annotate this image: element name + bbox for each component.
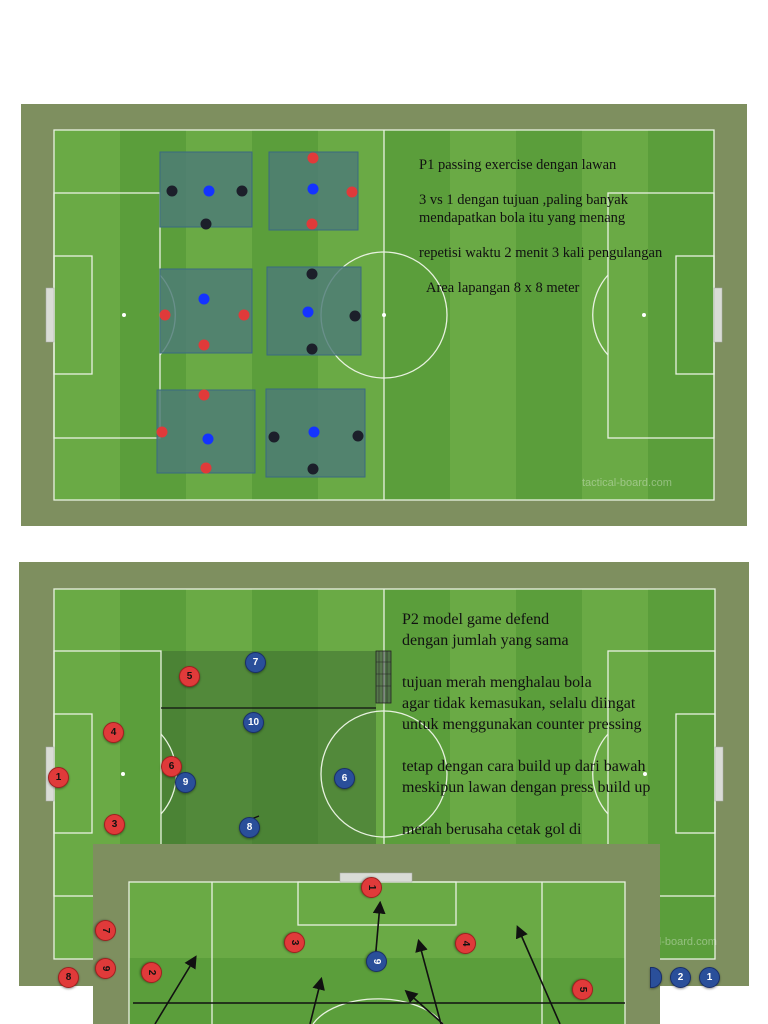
blue-player-7[interactable]: 7 <box>245 652 266 673</box>
blue-player-9[interactable]: 9 <box>175 772 196 793</box>
p2-line-5: meskipun lawan dengan press build up <box>402 779 651 796</box>
blue-player-1[interactable]: 1 <box>699 967 720 988</box>
red-player-5-b3[interactable]: 5 <box>572 979 593 1000</box>
p2-line-4: tetap dengan cara build up dari bawah <box>402 758 646 775</box>
red-player-7[interactable]: 7 <box>95 920 116 941</box>
red-player-3-b3[interactable]: 3 <box>284 932 305 953</box>
red-player-5[interactable]: 5 <box>179 666 200 687</box>
red-player-4-b3[interactable]: 4 <box>455 933 476 954</box>
pitch-p3 <box>93 844 660 1024</box>
red-player-6[interactable]: 6 <box>161 756 182 777</box>
p1-line-4: Area lapangan 8 x 8 meter <box>426 280 580 296</box>
p1-line-2: mendapatkan bola itu yang menang <box>419 210 626 226</box>
p1-title: P1 passing exercise dengan lawan <box>419 157 617 173</box>
p2-notes: P2 model game defend dengan jumlah yang … <box>402 609 650 840</box>
p1-line-3: repetisi waktu 2 menit 3 kali pengulanga… <box>419 245 663 261</box>
tactics-board-p3 <box>93 844 660 1024</box>
watermark: tactical-board.com <box>582 477 672 489</box>
blue-player-8[interactable]: 8 <box>239 817 260 838</box>
red-player-9[interactable]: 9 <box>95 958 116 979</box>
square-4 <box>266 266 362 356</box>
red-player-1-b3[interactable]: 1 <box>361 877 382 898</box>
square-3 <box>159 268 253 354</box>
p2-line-2: agar tidak kemasukan, selalu diingat <box>402 695 636 712</box>
p1-notes: P1 passing exercise dengan lawan 3 vs 1 … <box>419 156 662 297</box>
red-player-8[interactable]: 8 <box>58 967 79 988</box>
p1-line-1: 3 vs 1 dengan tujuan ,paling banyak <box>419 192 628 208</box>
square-5 <box>156 389 256 474</box>
red-player-4[interactable]: 4 <box>103 722 124 743</box>
p2-title-2: dengan jumlah yang sama <box>402 632 569 649</box>
blue-player-10[interactable]: 10 <box>243 712 264 733</box>
pitch-p1 <box>21 104 747 526</box>
red-player-3[interactable]: 3 <box>104 814 125 835</box>
p2-line-1: tujuan merah menghalau bola <box>402 674 592 691</box>
highlight-zone <box>161 651 376 851</box>
p1-dots <box>156 152 364 475</box>
p2-title: P2 model game defend <box>402 611 550 628</box>
red-player-2[interactable]: 2 <box>141 962 162 983</box>
p2-line-6: merah berusaha cetak gol di <box>402 821 582 838</box>
blue-player-6[interactable]: 6 <box>334 768 355 789</box>
p2-line-3: untuk menggunakan counter pressing <box>402 716 642 733</box>
red-player-1[interactable]: 1 <box>48 767 69 788</box>
blue-player-2[interactable]: 2 <box>670 967 691 988</box>
tactics-board-p1: tactical-board.com <box>21 104 747 526</box>
blue-player-9-b3[interactable]: 9 <box>366 951 387 972</box>
